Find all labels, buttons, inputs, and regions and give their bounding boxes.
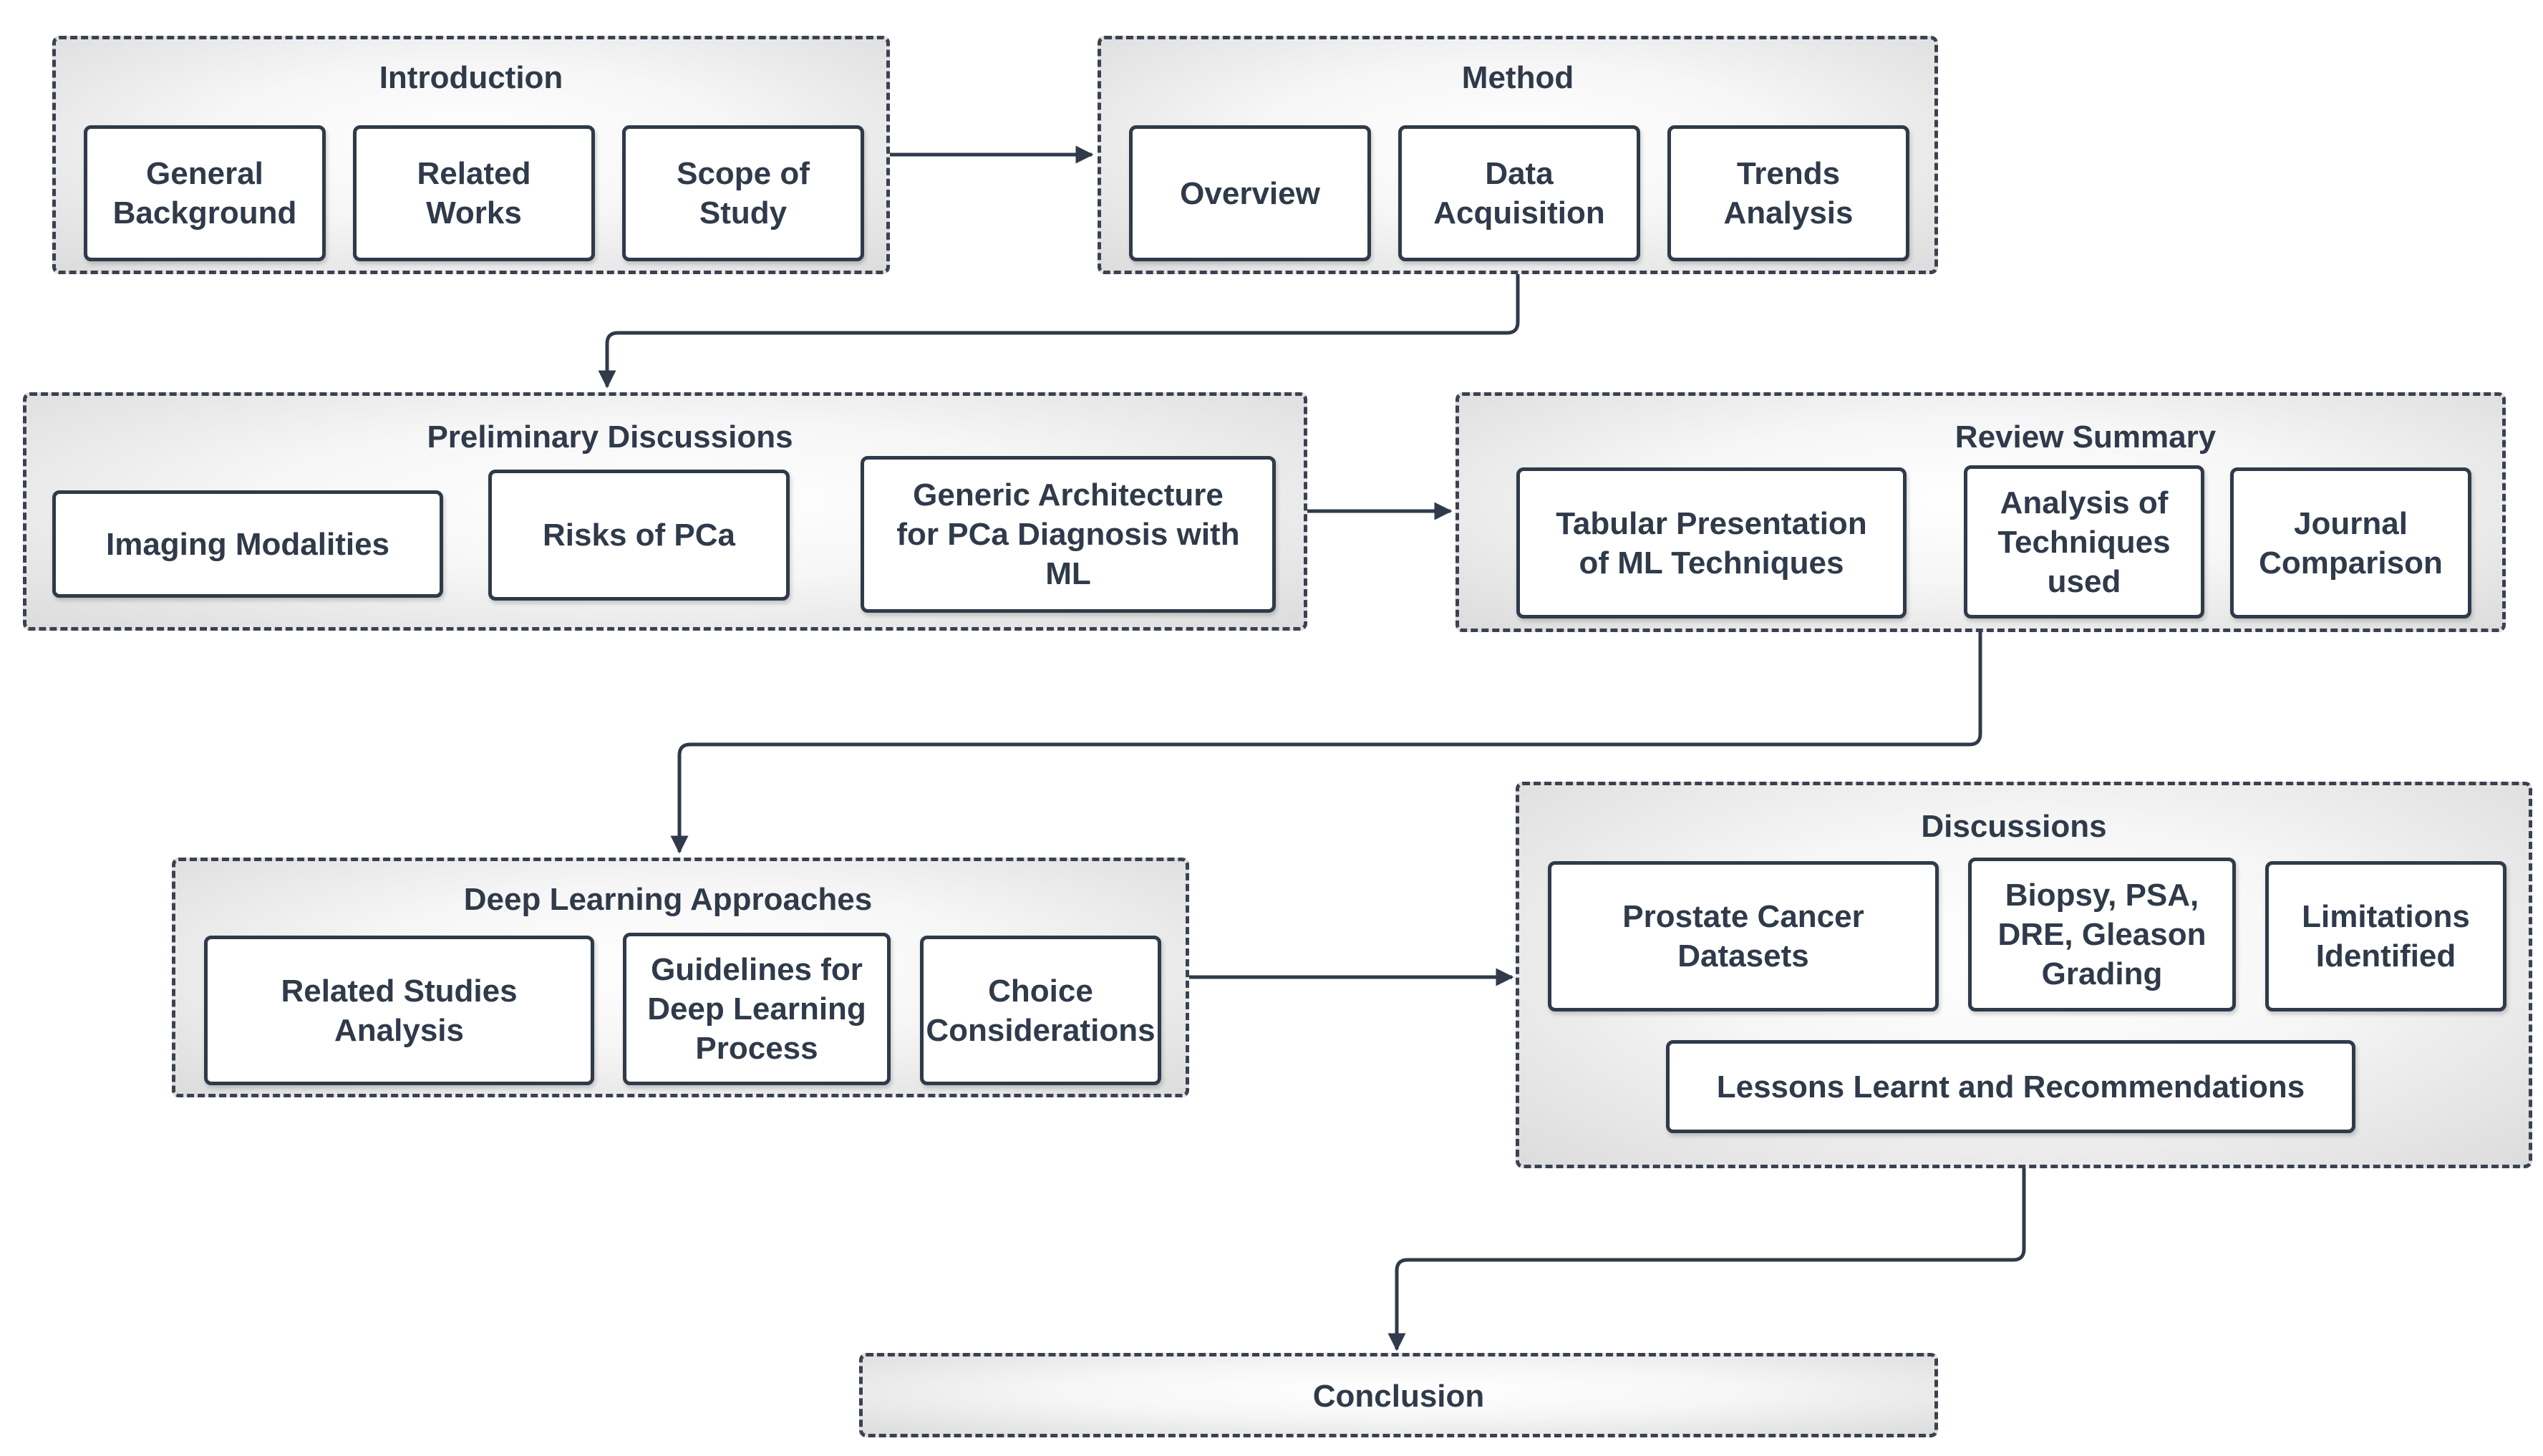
preliminary-discussions-section: Preliminary Discussions Imaging Modaliti… bbox=[23, 392, 1307, 631]
conclusion-title: Conclusion bbox=[1312, 1379, 1485, 1414]
arrow-review-to-deep-learning bbox=[670, 632, 1982, 854]
method-section: Method Overview Data Acquisition Trends … bbox=[1098, 36, 1938, 274]
risks-of-pca-card[interactable]: Risks of PCa bbox=[488, 470, 790, 601]
prostate-cancer-datasets-card[interactable]: Prostate Cancer Datasets bbox=[1548, 861, 1939, 1011]
introduction-section: Introduction General Background Related … bbox=[52, 36, 890, 274]
review-summary-section: Review Summary Tabular Presentation of M… bbox=[1455, 392, 2506, 632]
generic-architecture-card[interactable]: Generic Architecture for PCa Diagnosis w… bbox=[861, 456, 1276, 613]
introduction-title: Introduction bbox=[379, 60, 563, 95]
data-acquisition-card[interactable]: Data Acquisition bbox=[1398, 125, 1640, 261]
deep-learning-section: Deep Learning Approaches Related Studies… bbox=[172, 858, 1189, 1097]
biopsy-psa-dre-card[interactable]: Biopsy, PSA, DRE, Gleason Grading bbox=[1968, 858, 2236, 1011]
arrow-discussions-to-conclusion bbox=[1387, 1168, 2026, 1351]
preliminary-discussions-title: Preliminary Discussions bbox=[427, 419, 793, 455]
overview-card[interactable]: Overview bbox=[1129, 125, 1371, 261]
analysis-of-techniques-card[interactable]: Analysis of Techniques used bbox=[1964, 465, 2204, 618]
review-summary-title: Review Summary bbox=[1955, 419, 2217, 455]
choice-considerations-card[interactable]: Choice Considerations bbox=[920, 936, 1161, 1085]
related-studies-analysis-card[interactable]: Related Studies Analysis bbox=[204, 936, 594, 1085]
method-title: Method bbox=[1461, 60, 1574, 95]
deep-learning-title: Deep Learning Approaches bbox=[463, 882, 873, 917]
arrow-method-to-preliminary bbox=[598, 274, 1520, 389]
conclusion-section: Conclusion bbox=[859, 1353, 1938, 1437]
guidelines-card[interactable]: Guidelines for Deep Learning Process bbox=[623, 933, 891, 1085]
discussions-title: Discussions bbox=[1921, 809, 2107, 844]
trends-analysis-card[interactable]: Trends Analysis bbox=[1667, 125, 1909, 261]
tabular-presentation-card[interactable]: Tabular Presentation of ML Techniques bbox=[1516, 467, 1907, 618]
lessons-learnt-card[interactable]: Lessons Learnt and Recommendations bbox=[1666, 1040, 2355, 1133]
imaging-modalities-card[interactable]: Imaging Modalities bbox=[52, 490, 443, 598]
limitations-identified-card[interactable]: Limitations Identified bbox=[2265, 861, 2506, 1011]
scope-of-study-card[interactable]: Scope of Study bbox=[622, 125, 864, 261]
journal-comparison-card[interactable]: Journal Comparison bbox=[2230, 467, 2471, 618]
discussions-section: Discussions Prostate Cancer Datasets Bio… bbox=[1516, 782, 2532, 1168]
general-background-card[interactable]: General Background bbox=[84, 125, 326, 261]
related-works-card[interactable]: Related Works bbox=[353, 125, 595, 261]
